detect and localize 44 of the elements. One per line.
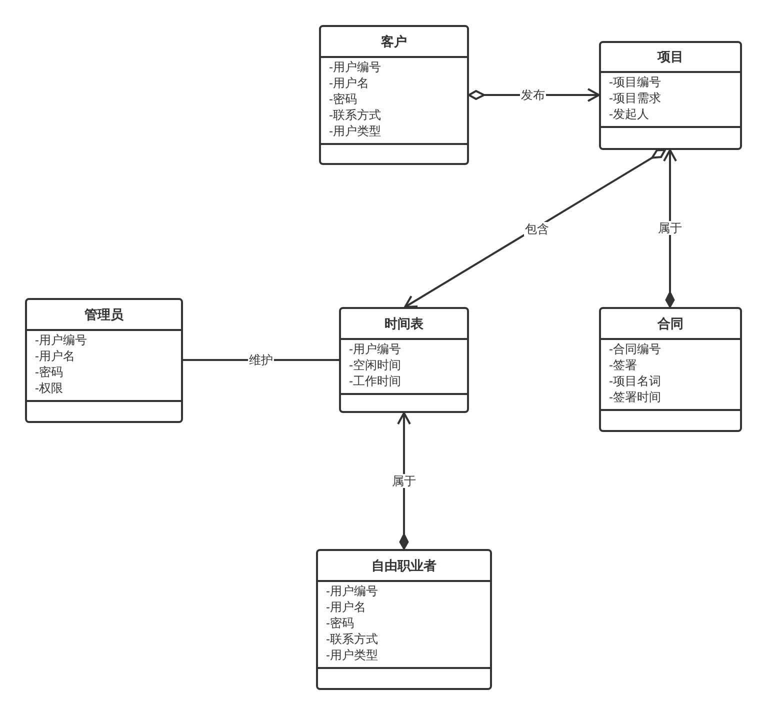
- attribute-text: -权限: [35, 380, 63, 396]
- attribute-text: -用户编号: [35, 332, 87, 348]
- attribute-text: -联系方式: [326, 631, 378, 647]
- attribute-text: -用户编号: [329, 59, 381, 75]
- attribute-text: -联系方式: [329, 107, 381, 123]
- attribute-text: -密码: [326, 615, 354, 631]
- attribute-text: -用户编号: [326, 583, 378, 599]
- attribute-text: -用户类型: [326, 647, 378, 663]
- attribute-text: -合同编号: [609, 341, 661, 357]
- class-box: [25, 298, 183, 423]
- association-line: [397, 412, 411, 550]
- class-name: 合同: [658, 314, 684, 332]
- attribute-text: -项目需求: [609, 90, 661, 106]
- class-name: 自由职业者: [372, 556, 436, 574]
- attribute-text: -空闲时间: [349, 357, 401, 373]
- class-box: [599, 307, 742, 432]
- attribute-text: -项目编号: [609, 74, 661, 90]
- edge-label: 属于: [657, 221, 683, 235]
- edge-label: 维护: [248, 353, 274, 367]
- edge-label: 发布: [520, 88, 546, 102]
- attribute-text: -用户类型: [329, 123, 381, 139]
- attribute-text: -发起人: [609, 106, 649, 122]
- class-box: [316, 549, 492, 690]
- attribute-text: -项目名词: [609, 373, 661, 389]
- attribute-text: -签署: [609, 357, 637, 373]
- class-name: 客户: [381, 32, 407, 50]
- class-box: [599, 41, 742, 150]
- association-line: [663, 149, 677, 308]
- class-name: 项目: [658, 48, 684, 66]
- attribute-text: -签署时间: [609, 389, 661, 405]
- attribute-text: -用户编号: [349, 341, 401, 357]
- attribute-text: -用户名: [329, 75, 369, 91]
- attribute-text: -用户名: [35, 348, 75, 364]
- edge-label: 包含: [524, 222, 550, 236]
- edge-label: 属于: [391, 474, 417, 488]
- attribute-text: -密码: [329, 91, 357, 107]
- class-name: 管理员: [84, 306, 124, 324]
- class-name: 时间表: [384, 314, 424, 332]
- class-box: [339, 307, 469, 413]
- attribute-text: -用户名: [326, 599, 366, 615]
- association-line: [404, 149, 666, 308]
- class-box: [319, 25, 469, 165]
- attribute-text: -密码: [35, 364, 63, 380]
- attribute-text: -工作时间: [349, 373, 401, 389]
